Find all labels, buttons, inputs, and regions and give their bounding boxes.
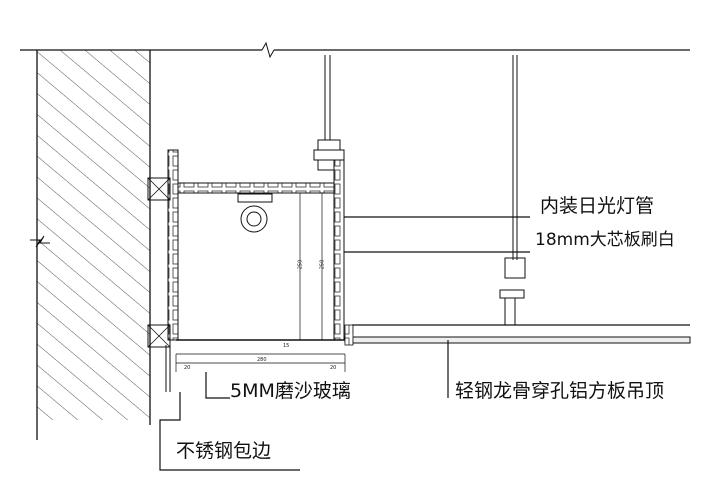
concrete-wall — [30, 50, 151, 440]
label-stainless-edge: 不锈钢包边 — [176, 440, 272, 462]
dim-horizontal: 280 — [257, 357, 267, 363]
leader-lines — [159, 216, 530, 471]
ceiling-slab-line — [20, 41, 690, 59]
hanger-rods — [313, 55, 526, 325]
fluorescent-tube — [237, 193, 273, 233]
label-ceiling: 轻钢龙骨穿孔铝方板吊顶 — [455, 380, 665, 402]
light-box-frame — [147, 149, 345, 348]
dim-small-3: 15 — [283, 343, 290, 349]
dim-vertical-2: 250 — [319, 259, 326, 270]
stainless-edge — [165, 345, 171, 392]
ceiling-panel — [176, 324, 691, 346]
label-fluorescent-tube: 内装日光灯管 — [540, 195, 655, 217]
label-frosted-glass: 5MM磨沙玻璃 — [230, 380, 351, 402]
label-blockboard: 18mm大芯板刷白 — [535, 230, 675, 250]
dim-small-2: 20 — [330, 365, 337, 371]
dimension-lines — [175, 193, 346, 372]
dim-small-1: 20 — [184, 365, 191, 371]
dim-vertical-1: 250 — [297, 259, 304, 270]
